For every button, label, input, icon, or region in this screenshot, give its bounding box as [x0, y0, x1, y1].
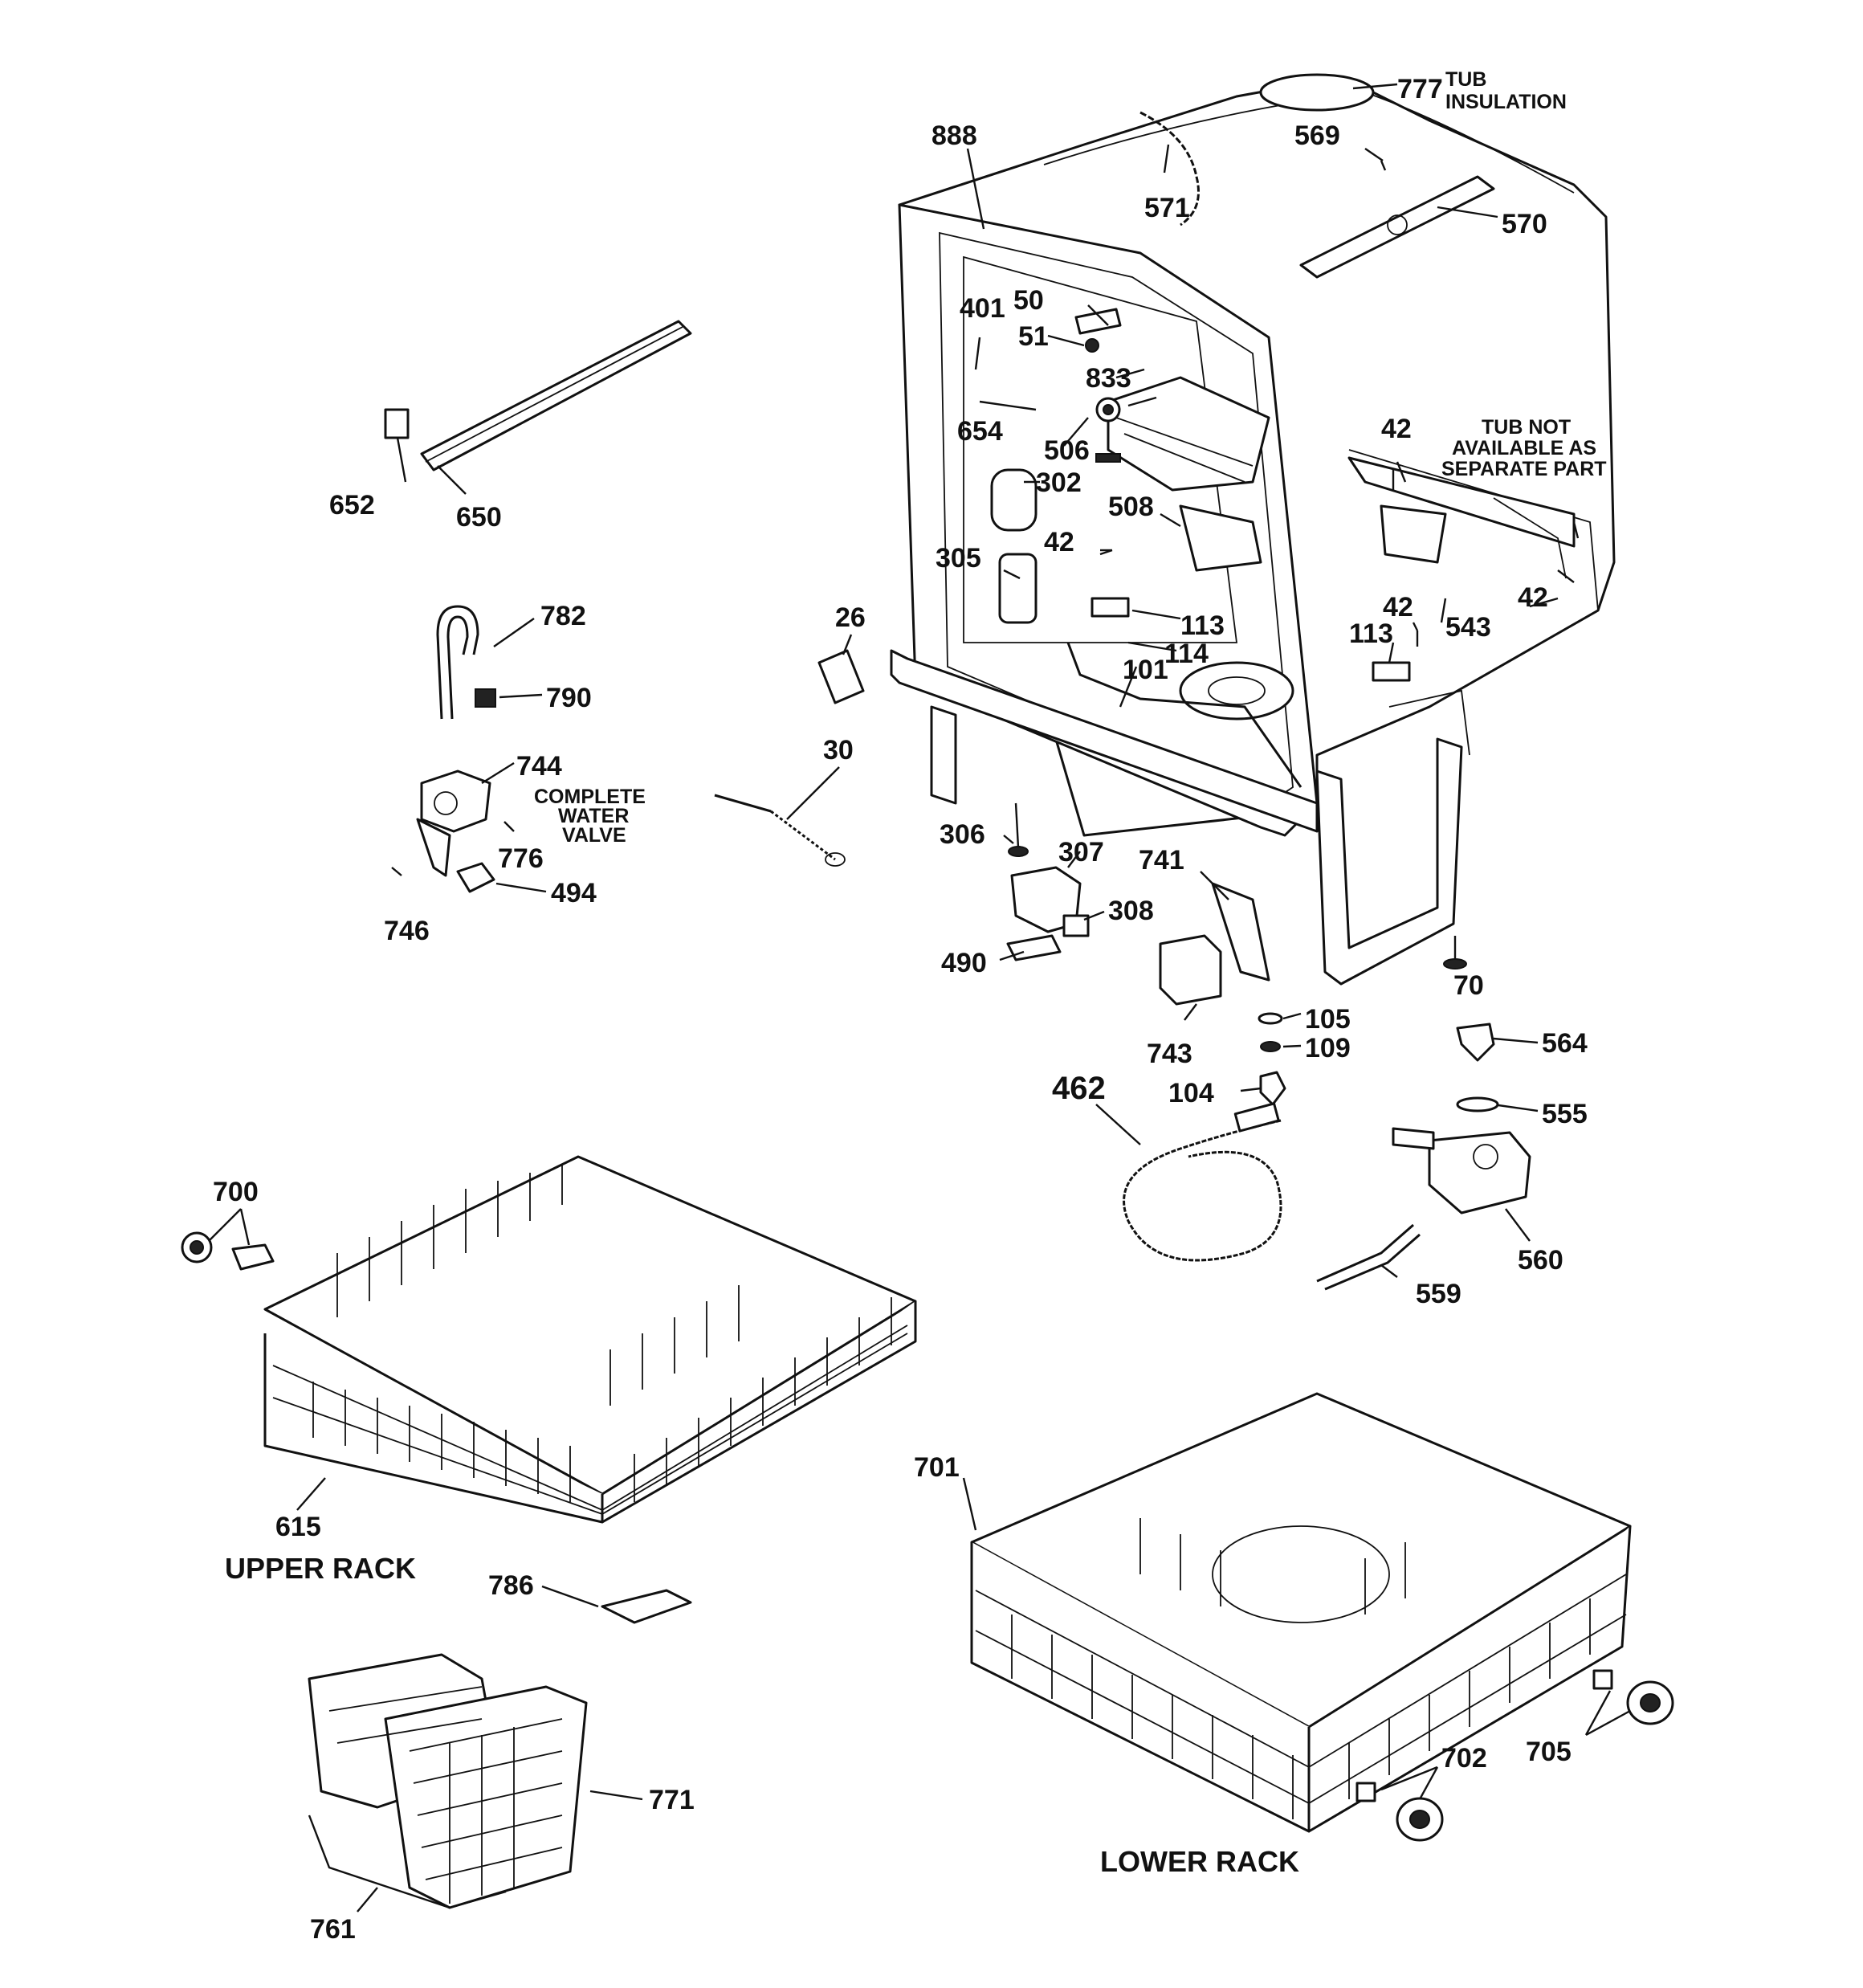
label-42-b: 42 [1044, 527, 1074, 557]
label-652: 652 [329, 490, 375, 520]
label-42-c: 42 [1383, 592, 1413, 623]
label-lower-rack: LOWER RACK [1100, 1845, 1299, 1878]
upper-rack [181, 1155, 917, 1524]
label-462: 462 [1052, 1071, 1106, 1106]
label-tub-note-2: AVAILABLE AS [1452, 437, 1596, 459]
label-101: 101 [1123, 655, 1168, 685]
label-702: 702 [1441, 1743, 1487, 1774]
label-888: 888 [932, 120, 977, 151]
label-109: 109 [1305, 1033, 1351, 1063]
label-615: 615 [275, 1512, 321, 1542]
door-switch-group [1006, 802, 1467, 1006]
label-51: 51 [1018, 321, 1049, 352]
label-543: 543 [1445, 612, 1491, 643]
label-494: 494 [551, 878, 597, 908]
label-113-a: 113 [1180, 610, 1225, 641]
door-rail-parts [384, 320, 865, 867]
label-782: 782 [540, 601, 586, 631]
label-70: 70 [1453, 970, 1484, 1001]
label-701: 701 [914, 1452, 960, 1483]
label-valve-note-3: VALVE [562, 824, 626, 847]
label-771: 771 [649, 1785, 695, 1815]
label-560: 560 [1518, 1245, 1563, 1276]
label-490: 490 [941, 948, 987, 978]
label-valve-note-1: COMPLETE [534, 786, 646, 808]
label-305: 305 [936, 543, 981, 574]
label-700: 700 [213, 1177, 259, 1207]
label-564: 564 [1542, 1028, 1588, 1059]
label-tub-note-1: TUB NOT [1482, 416, 1571, 439]
label-571: 571 [1144, 193, 1190, 223]
label-777: 777 [1397, 74, 1443, 104]
label-tub-insulation-2: INSULATION [1445, 91, 1567, 113]
water-valve-group [391, 605, 515, 893]
label-741: 741 [1139, 845, 1184, 876]
label-555: 555 [1542, 1099, 1588, 1129]
label-26: 26 [835, 602, 866, 633]
leader-lines [208, 83, 1631, 1912]
label-42-a: 42 [1381, 414, 1412, 444]
label-104: 104 [1168, 1078, 1214, 1108]
label-743: 743 [1147, 1039, 1192, 1069]
label-113-b: 113 [1349, 618, 1393, 649]
label-776: 776 [498, 843, 544, 874]
label-50: 50 [1013, 285, 1044, 316]
label-308: 308 [1108, 896, 1154, 926]
label-114: 114 [1164, 639, 1209, 669]
label-506: 506 [1044, 435, 1090, 466]
lower-rack [970, 1392, 1674, 1842]
label-761: 761 [310, 1914, 356, 1945]
label-tub-note-3: SEPARATE PART [1441, 458, 1607, 480]
label-42-d: 42 [1518, 582, 1548, 613]
label-570: 570 [1502, 209, 1547, 239]
label-746: 746 [384, 916, 430, 946]
label-650: 650 [456, 502, 502, 533]
label-307: 307 [1058, 837, 1104, 867]
label-306: 306 [940, 819, 985, 850]
label-786: 786 [488, 1570, 534, 1601]
drain-pump-group [1123, 1012, 1531, 1291]
label-valve-note-2: WATER [558, 805, 629, 827]
label-401: 401 [960, 293, 1005, 324]
label-30: 30 [823, 735, 854, 765]
part-labels: 777 TUB INSULATION 888 571 569 570 401 5… [213, 68, 1607, 1945]
label-705: 705 [1526, 1737, 1572, 1767]
tub-assembly [890, 73, 1616, 986]
silverware-baskets [308, 1653, 588, 1909]
label-569: 569 [1294, 120, 1340, 151]
label-790: 790 [546, 683, 592, 713]
label-744: 744 [516, 751, 562, 782]
label-upper-rack: UPPER RACK [225, 1552, 416, 1585]
label-302: 302 [1036, 467, 1082, 498]
label-654: 654 [957, 416, 1003, 447]
part-786-shape [601, 1589, 692, 1624]
label-tub-insulation-1: TUB [1445, 68, 1486, 91]
label-833: 833 [1086, 363, 1131, 394]
label-559: 559 [1416, 1279, 1461, 1309]
label-105: 105 [1305, 1004, 1351, 1035]
label-508: 508 [1108, 492, 1154, 522]
